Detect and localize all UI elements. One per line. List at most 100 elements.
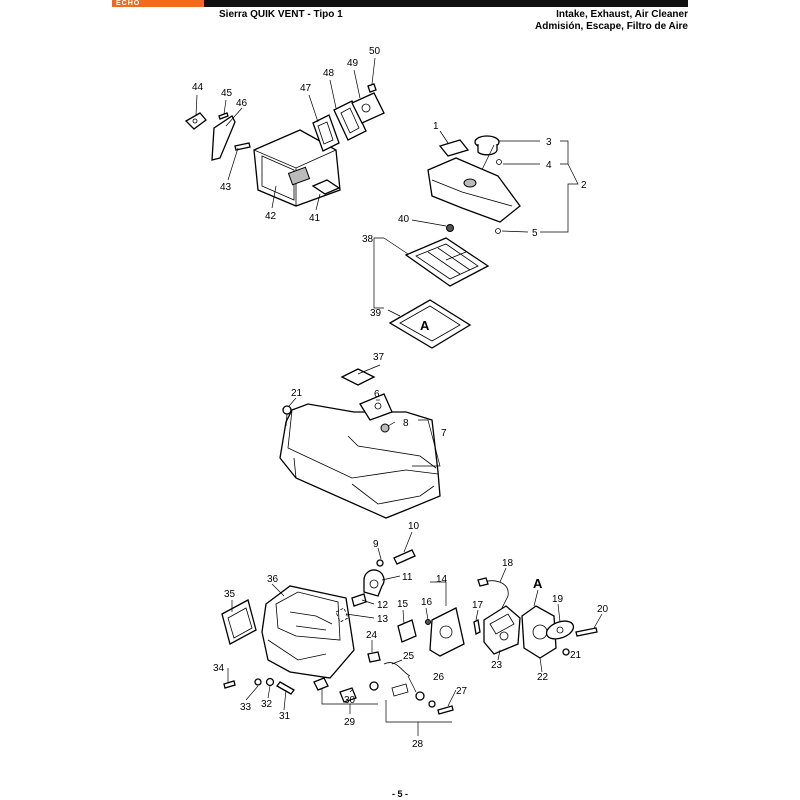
callout-23: 23	[491, 660, 503, 671]
part-33-clip	[254, 678, 262, 686]
part-4-oring	[496, 159, 502, 165]
part-1-label	[438, 139, 470, 157]
callout-46: 46	[236, 98, 248, 109]
callout-24: 24	[366, 630, 378, 641]
callout-12: 12	[377, 600, 389, 611]
page-number: - 5 -	[391, 789, 408, 799]
part-14-insulator	[429, 607, 465, 657]
part-49-cover	[351, 92, 385, 124]
callout-14: 14	[436, 574, 448, 585]
part-36-housing	[261, 585, 355, 679]
callout-49: 49	[347, 58, 359, 69]
callout-7: 7	[441, 428, 447, 439]
callout-21-lower: 21	[570, 650, 582, 661]
part-25-rod	[383, 662, 411, 677]
part-27-pin	[437, 705, 454, 715]
callout-30: 30	[344, 695, 356, 706]
part-44-bracket	[184, 112, 207, 130]
callout-32: 32	[261, 699, 273, 710]
callout-45: 45	[221, 88, 233, 99]
callout-34: 34	[213, 663, 225, 674]
callout-26: 26	[433, 672, 445, 683]
callout-5: 5	[532, 228, 538, 239]
callout-31: 31	[279, 711, 291, 722]
part-50-screw	[367, 83, 377, 93]
intake-group	[221, 549, 598, 715]
part-12-ring	[351, 593, 367, 607]
callout-18: 18	[502, 558, 514, 569]
part-13-gasket	[335, 607, 349, 623]
part-21-screw-lower	[562, 648, 570, 656]
callout-10: 10	[408, 521, 420, 532]
callout-39: 39	[370, 308, 382, 319]
model-title: Sierra QUIK VENT - Tipo 1	[219, 9, 343, 20]
part-32-washer	[265, 677, 275, 687]
callout-50: 50	[369, 46, 381, 57]
callout-3: 3	[546, 137, 552, 148]
callout-37: 37	[373, 352, 385, 363]
part-7-air-box	[279, 403, 441, 519]
part-24-pin	[367, 651, 381, 663]
part-15-gasket	[397, 619, 417, 643]
callout-40: 40	[398, 214, 410, 225]
callout-1: 1	[433, 121, 439, 132]
callout-42: 42	[265, 211, 277, 222]
callout-36: 36	[267, 574, 279, 585]
part-16-nut	[425, 619, 431, 625]
part-6-seal	[359, 393, 393, 421]
part-37-label	[340, 368, 376, 386]
callout-33: 33	[240, 702, 252, 713]
part-22-adapter	[521, 605, 557, 659]
callout-27: 27	[456, 686, 468, 697]
part-41-gasket	[311, 179, 341, 195]
air-cleaner-group	[388, 135, 521, 349]
callout-38: 38	[362, 234, 374, 245]
callout-48: 48	[323, 68, 335, 79]
part-47-plate	[312, 114, 340, 152]
callout-41: 41	[309, 213, 321, 224]
callout-44: 44	[192, 82, 204, 93]
callout-35: 35	[224, 589, 236, 600]
part-11-valve	[363, 569, 385, 597]
section-title: Intake, Exhaust, Air Cleaner Admisión, E…	[535, 9, 688, 33]
callout-11: 11	[402, 572, 413, 583]
callout-16: 16	[421, 597, 433, 608]
callout-17: 17	[472, 600, 484, 611]
callout-ref-a-upper: A	[420, 318, 430, 333]
callout-21-upper: 21	[291, 388, 303, 399]
callout-6: 6	[374, 389, 380, 400]
callout-8: 8	[403, 418, 409, 429]
callout-47: 47	[300, 83, 312, 94]
callout-13: 13	[377, 614, 389, 625]
callout-2: 2	[581, 180, 587, 191]
callout-43: 43	[220, 182, 232, 193]
air-box-group	[279, 393, 441, 519]
section-title-es: Admisión, Escape, Filtro de Aire	[535, 21, 688, 32]
part-9-clip	[376, 559, 384, 567]
part-34-screw	[223, 680, 236, 689]
part-38-filter	[404, 237, 490, 287]
leader-lines	[195, 57, 603, 736]
part-17-screw	[473, 619, 481, 635]
callout-15: 15	[397, 599, 409, 610]
callout-ref-a-lower: A	[533, 576, 543, 591]
part-10-bolt	[393, 549, 416, 565]
part-40-grommet	[446, 224, 454, 232]
callout-22: 22	[537, 672, 549, 683]
part-30-plate	[339, 687, 357, 703]
part-2-cover	[427, 157, 521, 223]
part-31-spring	[276, 681, 295, 695]
part-46-plate	[211, 115, 236, 161]
part-20-screw	[575, 627, 598, 637]
part-5-nut	[495, 228, 501, 234]
callout-9: 9	[373, 539, 379, 550]
part-43-bolt	[234, 142, 251, 151]
part-19-plate	[545, 620, 575, 640]
section-title-en: Intake, Exhaust, Air Cleaner	[556, 9, 688, 20]
callout-labels: 44 45 46 43 42 41 47 48 49 50 1 3 4 2 5 …	[192, 46, 609, 750]
part-48-gasket	[333, 100, 367, 141]
callout-4: 4	[546, 160, 552, 171]
part-35-plate	[221, 599, 257, 645]
part-8-grommet	[380, 423, 390, 433]
